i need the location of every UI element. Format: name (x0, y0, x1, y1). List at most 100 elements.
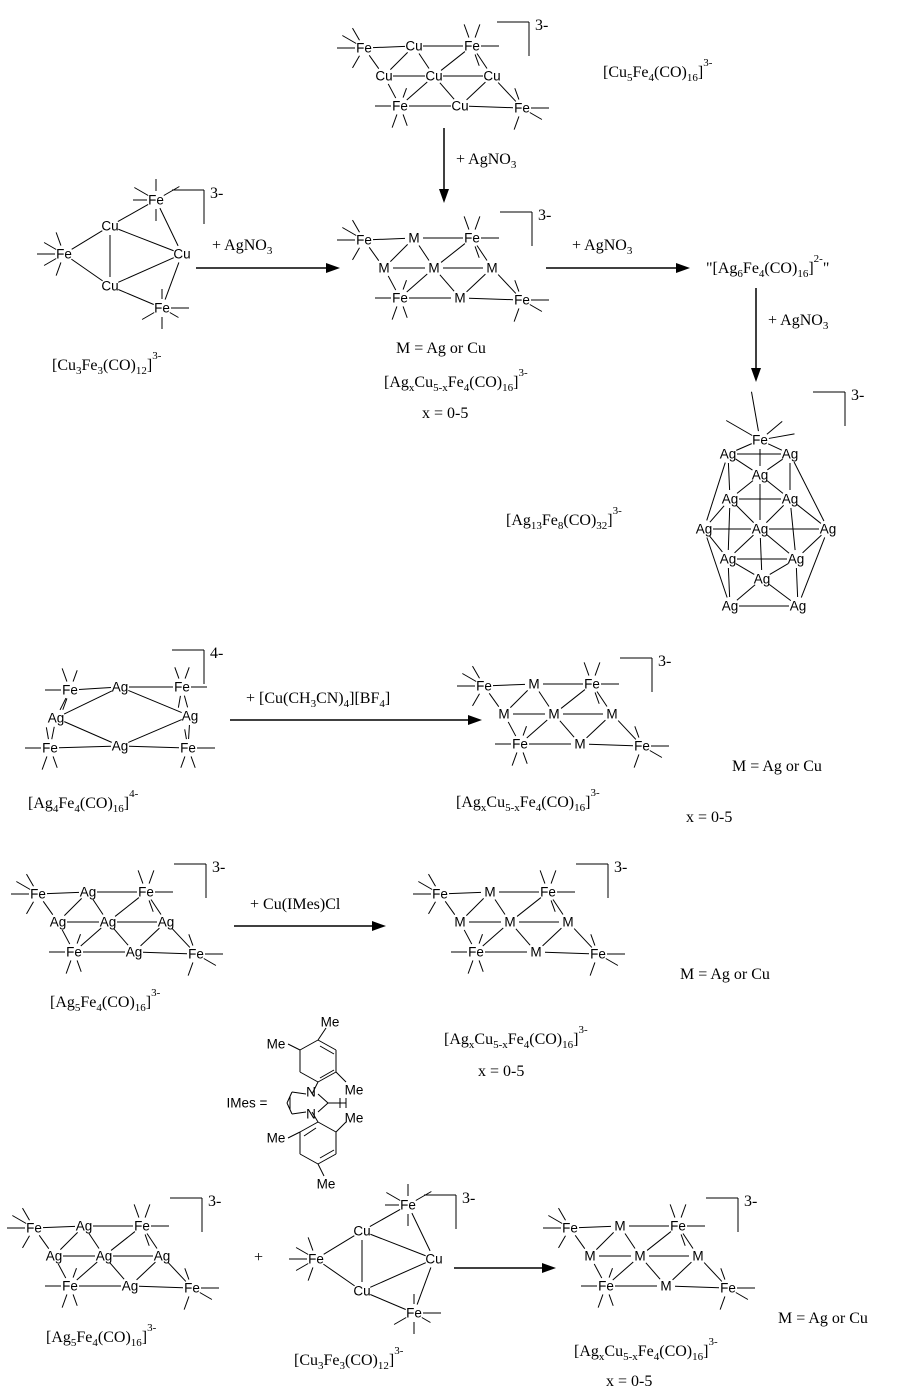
ring-bond (335, 1071, 347, 1083)
atom-fe: Fe (188, 947, 204, 962)
carbonyl-ligand (188, 934, 194, 946)
metal-bond (42, 1225, 76, 1229)
carbonyl-ligand (594, 692, 600, 704)
metal-bond (110, 1231, 136, 1251)
carbonyl-ligand (61, 668, 68, 682)
carbonyl-ligand (463, 24, 470, 38)
carbonyl-ligand (529, 304, 543, 312)
metal-bond (390, 244, 408, 262)
metal-bond (71, 258, 103, 282)
metal-bond (574, 1235, 586, 1249)
metal-bond (439, 274, 455, 292)
atom-fe: Fe (148, 193, 164, 208)
metal-bond (57, 1263, 67, 1279)
carbonyl-ligand (342, 35, 357, 44)
metal-bond (323, 1263, 355, 1287)
carbonyl-ligand (163, 186, 180, 196)
atom-fe: Fe (30, 887, 46, 902)
carbonyl-ligand (203, 958, 217, 966)
metal-bond (138, 1285, 184, 1289)
atom-ag: Ag (722, 492, 739, 507)
metal-bond (573, 928, 593, 948)
formula-cu5fe4: [Cu5Fe4(CO)16]3- (603, 57, 713, 84)
atom-m: M (614, 1219, 625, 1234)
metal-bond (118, 228, 174, 252)
atom-ag: Ag (48, 711, 65, 726)
atom-fe: Fe (514, 101, 530, 116)
metal-bond (118, 289, 154, 305)
methyl-label: Me (267, 1037, 286, 1052)
metal-bond (188, 724, 190, 740)
ring-bond (319, 1045, 335, 1055)
ring-bond (287, 1131, 301, 1139)
carbonyl-ligand (352, 55, 360, 69)
metal-bond (76, 1261, 98, 1281)
metal-bond (468, 297, 514, 301)
nitrogen-label: N (306, 1107, 316, 1122)
reagent-agno3: + AgNO3 (768, 312, 829, 332)
carbonyl-ligand (768, 433, 795, 439)
carbonyl-ligand (62, 698, 68, 710)
atom-cu: Cu (483, 69, 500, 84)
atom-m: M (454, 915, 465, 930)
carbonyl-ligand (418, 881, 433, 890)
metal-bond (482, 927, 504, 947)
metal-bond (109, 1262, 125, 1280)
charge-label: 3- (744, 1193, 757, 1210)
carbonyl-ligand (190, 756, 196, 768)
atom-cu: Cu (425, 69, 442, 84)
carbonyl-ligand (386, 1192, 401, 1201)
ring-bond (317, 1027, 327, 1041)
atom-fe: Fe (392, 291, 408, 306)
atom-ag: Ag (720, 447, 737, 462)
formula-cu3fe3: [Cu3Fe3(CO)12]3- (52, 350, 162, 377)
carbonyl-ligand (22, 1235, 30, 1249)
charge-label: 3- (462, 1190, 475, 1207)
ring-bond (317, 1093, 329, 1104)
metal-bond (416, 1267, 432, 1305)
carbonyl-ligand (342, 227, 357, 236)
metal-bond (370, 1262, 426, 1288)
metal-bond (38, 1235, 50, 1249)
atom-fe: Fe (400, 1198, 416, 1213)
atom-fe: Fe (464, 39, 480, 54)
atom-m: M (584, 1249, 595, 1264)
carbonyl-ligand (467, 960, 474, 974)
atom-ag: Ag (782, 447, 799, 462)
metal-bond (793, 461, 825, 522)
carbonyl-ligand (144, 1204, 151, 1218)
metal-bond (60, 1232, 78, 1250)
carbonyl-ligand (589, 962, 596, 976)
carbonyl-ligand (550, 870, 557, 884)
carbonyl-ligand (513, 116, 520, 130)
atom-ag: Ag (96, 1249, 113, 1264)
metal-bond (418, 53, 430, 69)
atom-fe: Fe (62, 1279, 78, 1294)
arrow-head (439, 189, 449, 203)
atom-fe: Fe (138, 885, 154, 900)
atom-ag: Ag (50, 915, 67, 930)
atom-m: M (428, 261, 439, 276)
metal-bond (142, 951, 188, 955)
metal-bond (164, 262, 180, 300)
metal-bond (183, 695, 189, 708)
atom-m: M (548, 707, 559, 722)
formula-agcu: [AgxCu5-xFe4(CO)16]3- (384, 367, 528, 394)
carbonyl-ligand (184, 1268, 190, 1280)
metal-bond (488, 693, 500, 707)
carbonyl-ligand (511, 752, 518, 766)
atom-ag: Ag (112, 739, 129, 754)
ring-bond (317, 1121, 337, 1133)
carbonyl-ligand (133, 1204, 140, 1218)
metal-bond (544, 951, 590, 955)
carbonyl-ligand (522, 752, 528, 764)
atom-fe: Fe (184, 1281, 200, 1296)
metal-bond (466, 898, 484, 916)
methyl-label: Me (345, 1111, 364, 1126)
metal-bond (113, 928, 129, 946)
atom-m: M (378, 261, 389, 276)
atom-ag: Ag (112, 680, 129, 695)
metal-bond (42, 901, 54, 915)
